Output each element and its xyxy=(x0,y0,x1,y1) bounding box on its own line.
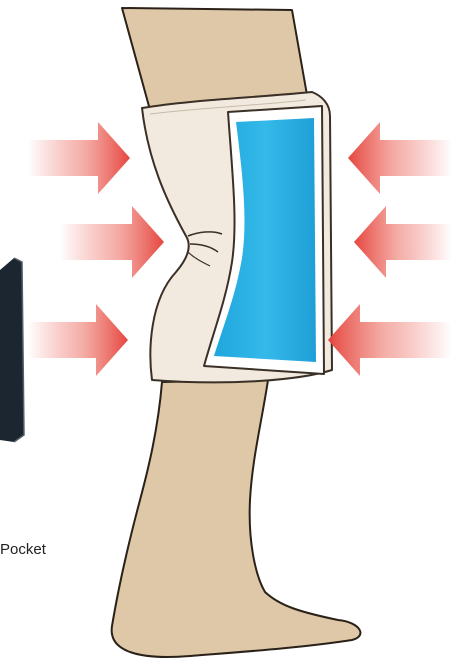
lower-leg xyxy=(112,380,361,657)
compression-arrow-icon xyxy=(354,206,452,278)
pocket-label: Pocket xyxy=(0,540,46,560)
compression-arrows-right xyxy=(328,122,452,376)
compression-arrows-left xyxy=(28,122,164,376)
compression-arrow-icon xyxy=(328,304,452,376)
compression-arrow-icon xyxy=(348,122,452,194)
device-edge xyxy=(0,258,24,442)
compression-arrow-icon xyxy=(28,122,130,194)
compression-arrow-icon xyxy=(60,206,164,278)
compression-arrow-icon xyxy=(28,304,128,376)
